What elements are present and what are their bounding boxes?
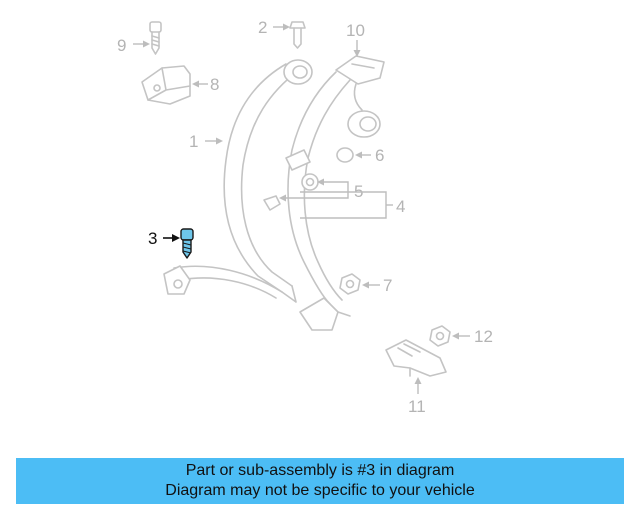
callout-7: 7 — [383, 276, 392, 295]
buckle — [299, 297, 351, 331]
callout-1: 1 — [189, 132, 198, 151]
callout-6: 6 — [375, 146, 384, 165]
part-8-bracket — [141, 65, 191, 105]
banner-disclaimer-text: Diagram may not be specific to your vehi… — [165, 482, 475, 499]
lap-belt-anchor — [163, 265, 283, 299]
part-6-cap — [336, 147, 354, 163]
part-11-anchor — [385, 339, 447, 377]
banner-part-text: Part or sub-assembly is #3 in diagram — [185, 462, 455, 479]
callout-12: 12 — [474, 327, 493, 346]
callout-3: 3 — [148, 229, 157, 248]
parts-diagram: 9 8 2 10 1 6 5 4 7 12 11 3 — [117, 18, 493, 416]
part-7-nut — [339, 273, 361, 295]
part-9-bolt — [149, 21, 162, 55]
callout-8: 8 — [210, 75, 219, 94]
callout-10: 10 — [346, 21, 365, 40]
callout-11: 11 — [408, 397, 426, 416]
part-10-retractor — [285, 55, 385, 305]
part-2-bolt — [289, 21, 306, 49]
callout-2: 2 — [258, 18, 267, 37]
callout-4: 4 — [396, 197, 405, 216]
callout-9: 9 — [117, 36, 126, 55]
info-banner: Part or sub-assembly is #3 in diagram Di… — [16, 458, 624, 504]
part-12-nut — [429, 325, 451, 347]
part-3-bolt — [180, 228, 194, 259]
part-1-belt — [223, 59, 313, 303]
